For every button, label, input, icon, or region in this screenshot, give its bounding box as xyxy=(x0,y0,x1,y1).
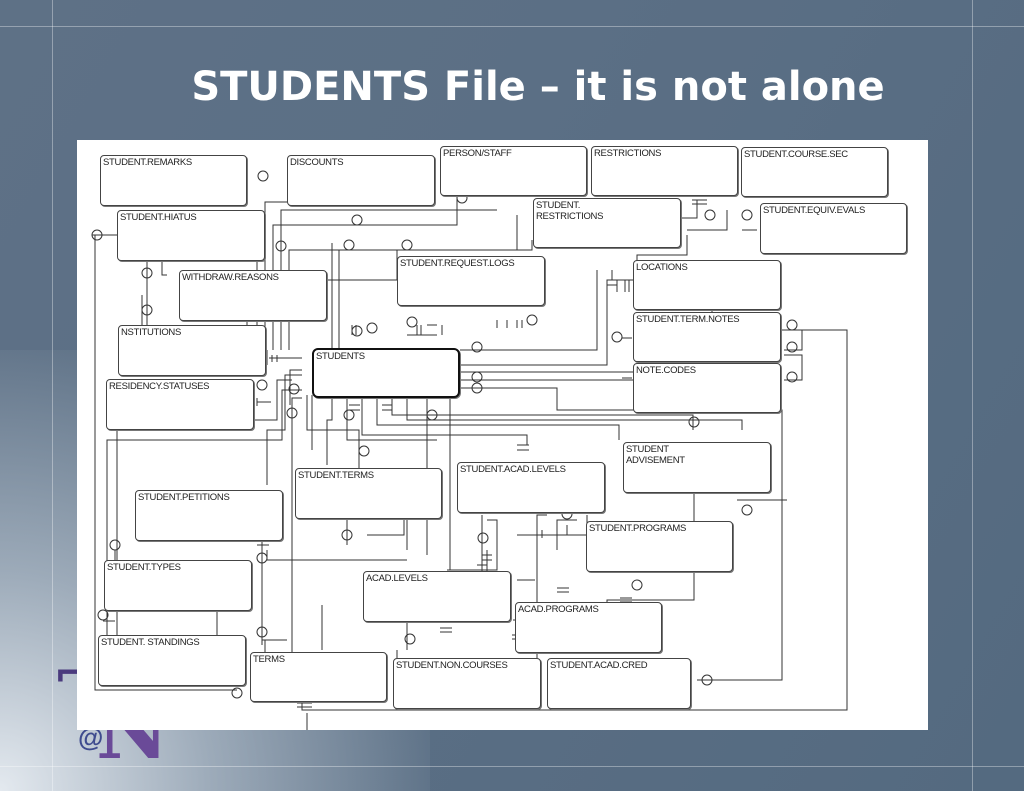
entity-student-advisement: STUDENT ADVISEMENT xyxy=(623,442,771,493)
entity-student-term-notes: STUDENT.TERM.NOTES xyxy=(633,312,781,362)
entity-student-acad-cred: STUDENT.ACAD.CRED xyxy=(547,658,691,709)
entity-student-acad-levels: STUDENT.ACAD.LEVELS xyxy=(457,462,605,513)
slide-title: STUDENTS File – it is not alone xyxy=(191,64,885,110)
er-diagram: STUDENT.REMARKS DISCOUNTS PERSON/STAFF R… xyxy=(77,140,928,730)
entity-student-terms: STUDENT.TERMS xyxy=(295,468,442,519)
entity-discounts: DISCOUNTS xyxy=(287,155,435,206)
entity-note-codes: NOTE.CODES xyxy=(633,363,781,413)
entity-withdraw-reasons: WITHDRAW.REASONS xyxy=(179,270,327,321)
entity-person-staff: PERSON/STAFF xyxy=(440,146,587,196)
grid-line xyxy=(972,0,973,791)
entity-acad-levels: ACAD.LEVELS xyxy=(363,571,511,622)
entity-student-restrictions: STUDENT. RESTRICTIONS xyxy=(533,198,681,248)
entity-terms: TERMS xyxy=(250,652,387,702)
entity-student-hiatus: STUDENT.HIATUS xyxy=(117,210,265,261)
entity-student-non-courses: STUDENT.NON.COURSES xyxy=(393,658,541,709)
entity-student-course-sec: STUDENT.COURSE.SEC xyxy=(741,147,888,197)
entity-acad-programs: ACAD.PROGRAMS xyxy=(515,602,662,653)
entity-restrictions: RESTRICTIONS xyxy=(591,146,738,196)
entity-student-standings: STUDENT. STANDINGS xyxy=(98,635,246,686)
entity-student-request-logs: STUDENT.REQUEST.LOGS xyxy=(397,256,545,306)
grid-line xyxy=(0,766,1024,767)
grid-line xyxy=(52,0,53,791)
entity-student-types: STUDENT.TYPES xyxy=(104,560,252,611)
entity-student-equiv-evals: STUDENT.EQUIV.EVALS xyxy=(760,203,907,254)
entity-residency-statuses: RESIDENCY.STATUSES xyxy=(106,379,254,430)
entity-student-remarks: STUDENT.REMARKS xyxy=(100,155,247,206)
entity-student-programs: STUDENT.PROGRAMS xyxy=(586,521,733,572)
entity-student-petitions: STUDENT.PETITIONS xyxy=(135,490,283,541)
entity-locations: LOCATIONS xyxy=(633,260,781,310)
entity-institutions: NSTITUTIONS xyxy=(118,325,266,376)
entity-students: STUDENTS xyxy=(312,348,460,398)
grid-line xyxy=(0,26,1024,27)
